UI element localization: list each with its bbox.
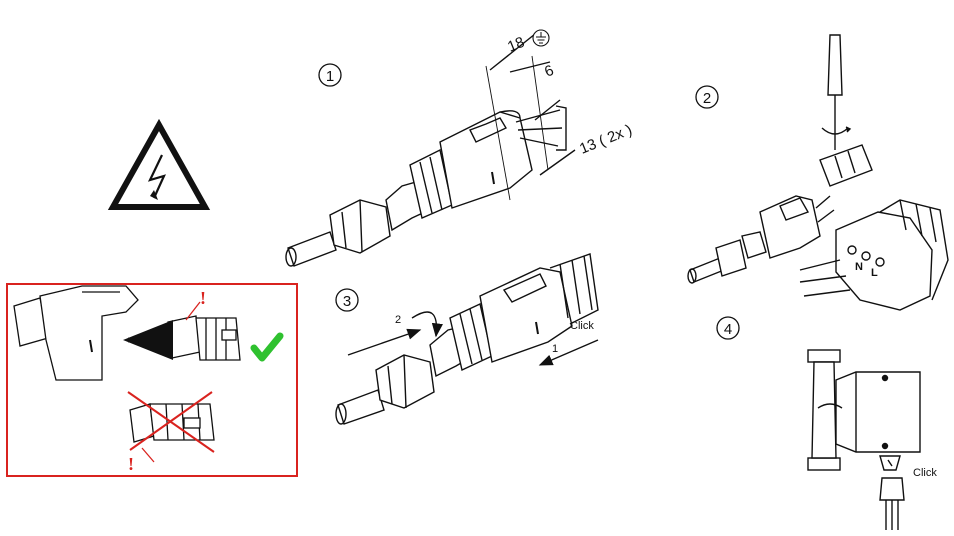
arrow-1-label: 1 [552, 343, 558, 355]
arrow-2-label: 2 [395, 314, 401, 326]
step3-labels: 3 2 1 Click [335, 288, 594, 355]
step4-pump-drawing [807, 349, 921, 530]
step4-number-circle [716, 316, 740, 340]
step4-number: 4 [724, 321, 732, 338]
terminal-l-label: L [871, 267, 878, 279]
step4-labels: 4 Click [716, 316, 937, 479]
step2-labels: 2 N L [695, 85, 878, 279]
step1-connector-drawing [285, 29, 576, 267]
step1-number: 1 [326, 68, 334, 85]
step2-number: 2 [703, 90, 711, 107]
step3-connector-drawing [335, 253, 599, 425]
step2-connector-drawing [687, 34, 949, 311]
dimension-wire-length: 13 ( 2x ) [577, 121, 634, 157]
step2-number-circle [695, 85, 719, 109]
checkmark-icon [250, 332, 284, 362]
step4-click-label: Click [913, 467, 937, 479]
high-voltage-warning-icon [107, 118, 211, 210]
click-label: Click [570, 320, 594, 332]
exclamation-bottom: ! [128, 454, 134, 474]
dimension-ground-length: 18 [505, 34, 527, 56]
terminal-n-label: N [855, 261, 863, 273]
step1-number-circle [318, 63, 342, 87]
exclamation-top: ! [200, 288, 206, 308]
cross-icon [127, 391, 215, 453]
dimension-strip-length: 6 [542, 62, 556, 81]
step3-number: 3 [343, 293, 351, 310]
connector-orientation-callout: ! ! [6, 283, 298, 477]
step3-number-circle [335, 288, 359, 312]
earth-ground-icon [532, 29, 550, 47]
